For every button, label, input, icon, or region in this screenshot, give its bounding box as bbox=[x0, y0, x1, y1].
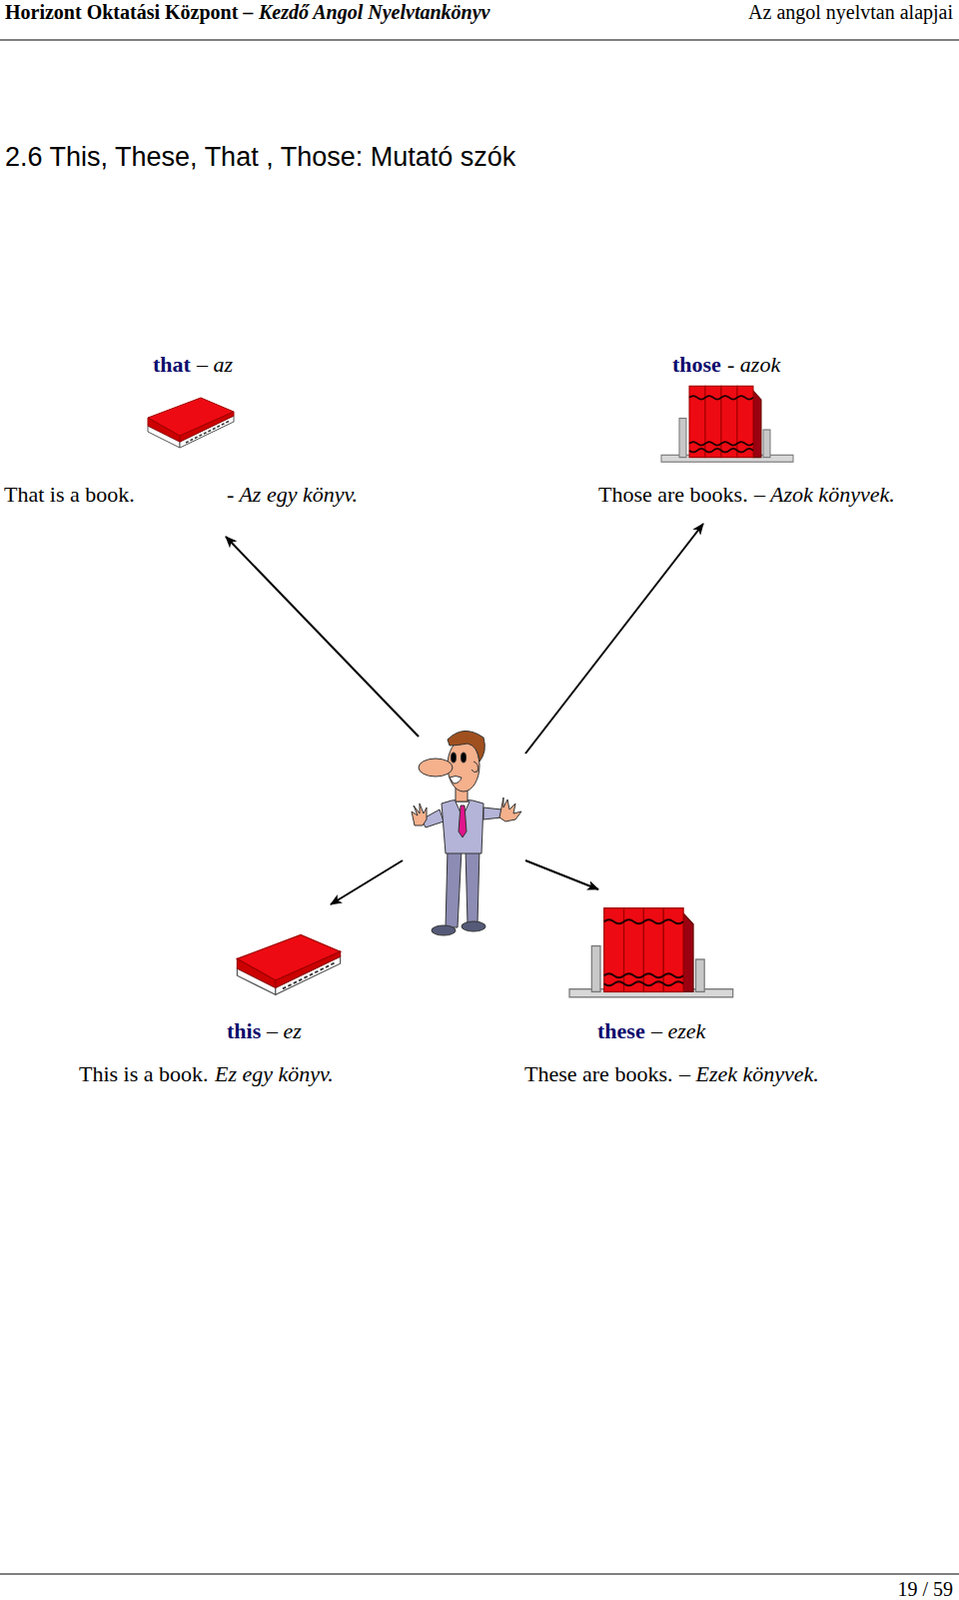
translation: - azok bbox=[727, 351, 781, 378]
header-book: Kezdő Angol Nyelvtankönyv bbox=[258, 0, 490, 24]
section-title: 2.6 This, These, That , Those: Mutató sz… bbox=[4, 140, 516, 173]
example-translation: Ez egy könyv. bbox=[214, 1060, 334, 1087]
pointing-arrows bbox=[225, 523, 704, 905]
translation: – ezek bbox=[651, 1017, 706, 1044]
book-near bbox=[236, 934, 340, 994]
header-chapter: Az angol nyelvtan alapjai bbox=[748, 0, 954, 24]
page-number: 19 / 59 bbox=[897, 1576, 954, 1600]
example-translation: – Azok könyvek. bbox=[754, 481, 896, 508]
header-school: Horizont Oktatási Központ – bbox=[4, 0, 253, 24]
translation: – az bbox=[196, 351, 233, 378]
keyword: that bbox=[152, 351, 191, 378]
books-near bbox=[569, 908, 734, 997]
person-figure bbox=[411, 730, 522, 936]
example-sentence: Those are books. bbox=[598, 481, 749, 508]
example-sentence: This is a book. bbox=[78, 1060, 209, 1087]
example-sentence: These are books. bbox=[524, 1060, 673, 1087]
keyword: these bbox=[597, 1017, 646, 1044]
book-far bbox=[147, 397, 234, 448]
footer-rule bbox=[0, 1573, 959, 1575]
header-rule bbox=[0, 39, 959, 41]
keyword: those bbox=[672, 351, 722, 378]
translation: – ez bbox=[266, 1017, 302, 1044]
example-sentence: That is a book. bbox=[3, 481, 135, 508]
books-far bbox=[661, 385, 794, 462]
example-translation: - Az egy könyv. bbox=[226, 481, 358, 508]
example-translation: – Ezek könyvek. bbox=[679, 1060, 820, 1087]
keyword: this bbox=[226, 1017, 261, 1044]
